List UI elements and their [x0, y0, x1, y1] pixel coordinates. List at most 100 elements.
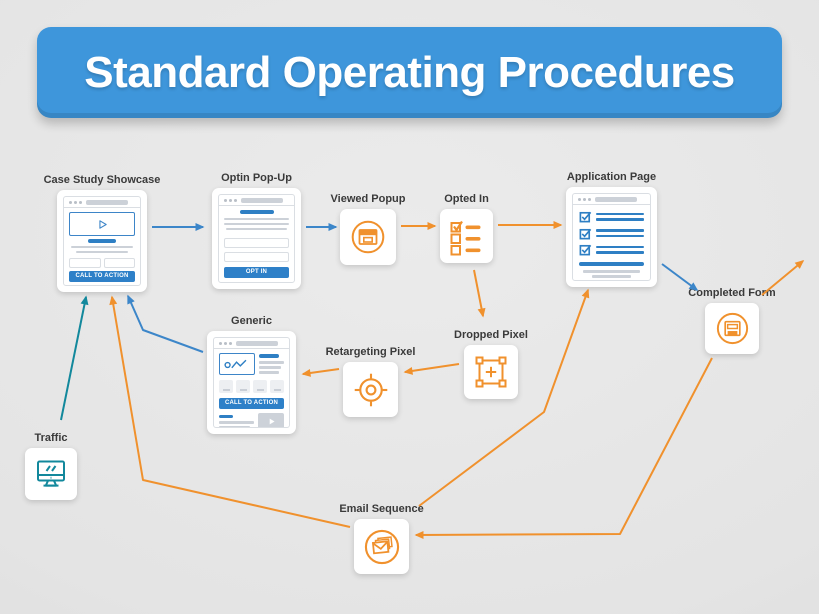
address-bar	[86, 199, 128, 205]
node-viewed-popup: Viewed Popup	[331, 193, 405, 265]
text-line	[259, 371, 279, 374]
browser-mockup: CALL TO ACTION	[63, 196, 141, 286]
email-sequence-card	[354, 519, 409, 574]
address-bar	[241, 197, 283, 203]
browser-mockup: OPT IN	[218, 194, 295, 283]
node-opted-in: Opted In	[440, 193, 493, 263]
node-label: Email Sequence	[339, 503, 424, 515]
node-generic: Generic	[207, 315, 296, 434]
browser-body	[573, 205, 650, 280]
text-line	[219, 426, 250, 427]
opted-in-card	[440, 209, 493, 263]
browser-dots-icon	[578, 197, 581, 201]
browser-body: OPT IN	[219, 206, 294, 282]
heading-bar	[239, 210, 274, 214]
checklist-row	[579, 227, 644, 240]
row-lines	[596, 245, 644, 254]
traffic-card	[25, 448, 77, 500]
line-chart-icon	[224, 359, 247, 368]
text-line	[596, 245, 644, 248]
envelope-stack-icon	[364, 529, 399, 564]
viewed-popup-card	[340, 209, 396, 265]
text-line	[582, 270, 641, 273]
application-page-card	[566, 187, 657, 287]
checkbox-icon	[579, 228, 592, 239]
text-line	[219, 421, 254, 424]
text-line	[596, 251, 644, 254]
edge-retargeting-pixel-to-generic	[301, 368, 340, 377]
video-thumbnail	[258, 413, 284, 427]
optin-popup-card: OPT IN	[212, 188, 301, 289]
text-line	[259, 366, 281, 369]
dropped-pixel-card	[464, 345, 518, 399]
address-bar	[595, 196, 637, 202]
thumbnail	[270, 380, 284, 393]
node-traffic: Traffic	[25, 432, 77, 500]
popup-window-icon	[351, 220, 385, 254]
node-label: Application Page	[566, 171, 657, 183]
hero-row	[219, 353, 284, 376]
footer-text	[219, 413, 254, 427]
checkbox-icon	[579, 244, 592, 256]
selection-pixel-icon	[475, 356, 507, 388]
node-label: Optin Pop-Up	[221, 172, 292, 184]
browser-dots-icon	[224, 198, 227, 202]
text-line	[224, 222, 289, 225]
node-label: Dropped Pixel	[454, 329, 528, 341]
node-label: Completed Form	[688, 287, 776, 299]
node-case-study-showcase: Case Study Showcase	[44, 174, 160, 292]
input-field	[224, 251, 289, 262]
text-line	[596, 234, 644, 237]
page-title: Standard Operating Procedures	[84, 47, 735, 97]
address-bar	[236, 340, 278, 346]
footer-row	[219, 413, 284, 427]
heading-bar	[259, 354, 279, 358]
text-line	[225, 227, 288, 230]
edge-generic-to-case-study-showcase	[127, 294, 204, 353]
form-fields	[224, 237, 289, 266]
thumbnail	[236, 380, 250, 393]
heading-bar	[219, 415, 233, 418]
completed-form-card	[705, 303, 759, 354]
node-label: Opted In	[444, 193, 489, 205]
browser-mockup: CALL TO ACTION	[213, 337, 290, 428]
browser-dots-icon	[69, 200, 72, 204]
checkbox-icon	[579, 211, 592, 223]
edge-dropped-pixel-to-retargeting-pixel	[403, 363, 460, 375]
text-line	[76, 250, 128, 253]
thumbnail	[253, 380, 267, 393]
video-player	[69, 212, 135, 236]
node-retargeting-pixel: Retargeting Pixel	[326, 346, 415, 417]
browser-header	[64, 197, 140, 208]
cta-button: CALL TO ACTION	[69, 270, 135, 282]
browser-header	[573, 194, 650, 205]
case-study-card: CALL TO ACTION	[57, 190, 147, 292]
text-line	[596, 218, 644, 221]
retargeting-pixel-card	[343, 362, 398, 417]
browser-mockup	[572, 193, 651, 281]
text-line	[224, 217, 289, 220]
field-row	[69, 257, 135, 268]
divider-bar	[579, 261, 644, 266]
node-label: Generic	[231, 315, 272, 327]
cta-button: CALL TO ACTION	[219, 398, 284, 409]
node-completed-form: Completed Form	[688, 287, 776, 354]
edge-completed-form-to-email-sequence	[414, 357, 713, 539]
checklist-icon	[450, 220, 480, 256]
generic-page-card: CALL TO ACTION	[207, 331, 296, 434]
node-optin-pop-up: Optin Pop-Up OPT IN	[212, 172, 301, 289]
checklist-row	[579, 243, 644, 256]
row-lines	[596, 229, 644, 237]
chart-thumbnail	[219, 353, 255, 375]
play-icon	[98, 219, 107, 229]
target-icon	[354, 373, 387, 406]
field-box	[103, 257, 135, 268]
node-label: Retargeting Pixel	[325, 346, 416, 358]
text-line	[70, 245, 134, 248]
field-box	[69, 257, 101, 268]
thumbnail-row	[219, 380, 284, 393]
text-line	[259, 361, 284, 364]
hero-text	[259, 353, 284, 376]
thumbnail	[219, 380, 233, 393]
